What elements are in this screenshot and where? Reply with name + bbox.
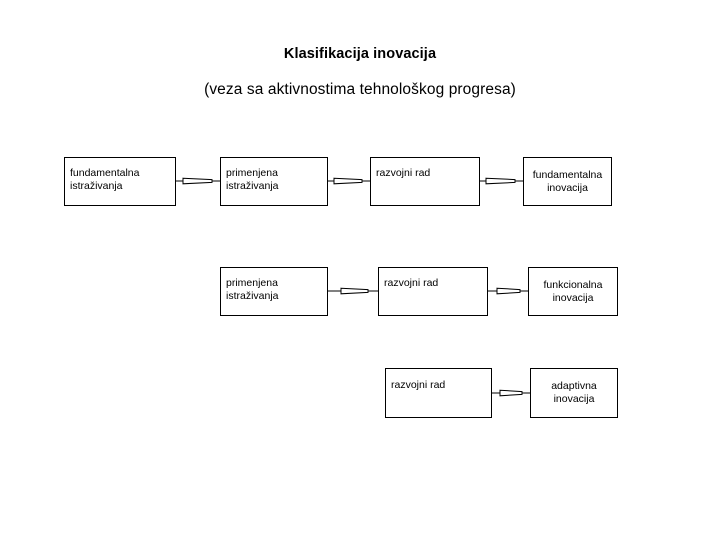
node-label: primenjena istraživanja <box>226 167 279 192</box>
node-adaptivna-inovacija[interactable]: adaptivna inovacija <box>530 368 618 418</box>
node-primenjena-istrazivanja-r1[interactable]: primenjena istraživanja <box>220 157 328 206</box>
node-razvojni-rad-r2[interactable]: razvojni rad <box>378 267 488 316</box>
node-fundamentalna-istrazivanja[interactable]: fundamentalna istraživanja <box>64 157 176 206</box>
node-label: razvojni rad <box>376 167 431 179</box>
node-primenjena-istrazivanja-r2[interactable]: primenjena istraživanja <box>220 267 328 316</box>
node-label: primenjena istraživanja <box>226 277 279 302</box>
node-label: fundamentalna inovacija <box>532 169 603 194</box>
node-funkcionalna-inovacija[interactable]: funkcionalna inovacija <box>528 267 618 316</box>
node-label: razvojni rad <box>384 277 439 289</box>
node-label: funkcionalna inovacija <box>543 279 603 304</box>
node-fundamentalna-inovacija[interactable]: fundamentalna inovacija <box>523 157 612 206</box>
connector-r1-2 <box>328 175 370 187</box>
connector-r3-1 <box>492 387 530 399</box>
node-razvojni-rad-r1[interactable]: razvojni rad <box>370 157 480 206</box>
page-subtitle: (veza sa aktivnostima tehnološkog progre… <box>204 81 516 98</box>
node-label: adaptivna inovacija <box>551 380 597 405</box>
connector-r1-3 <box>480 175 523 187</box>
node-label: fundamentalna istraživanja <box>70 167 140 192</box>
connector-r2-2 <box>488 285 528 297</box>
node-razvojni-rad-r3[interactable]: razvojni rad <box>385 368 492 418</box>
connector-r2-1 <box>328 285 378 297</box>
page-title: Klasifikacija inovacija <box>283 46 437 62</box>
connector-r1-1 <box>176 175 220 187</box>
node-label: razvojni rad <box>391 379 446 391</box>
